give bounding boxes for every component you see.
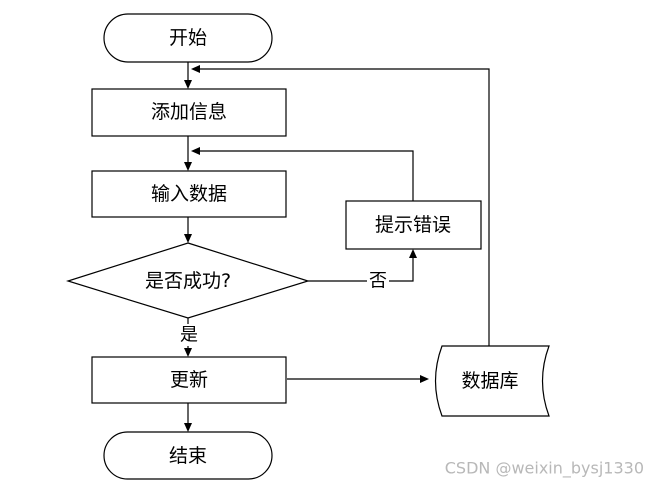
database-shape	[434, 345, 550, 417]
add-info-box	[91, 88, 287, 137]
end-terminal	[103, 431, 273, 480]
start-label: 开始	[169, 27, 207, 49]
no-label: 否	[369, 271, 387, 292]
decision-label: 是否成功?	[145, 270, 231, 292]
arrowhead-loop-input	[191, 147, 200, 155]
arrowhead-update	[184, 348, 192, 357]
arrowhead-error-prompt	[409, 249, 417, 258]
error-prompt-label: 提示错误	[375, 214, 451, 236]
input-data-box	[91, 170, 287, 218]
add-info-label: 添加信息	[151, 101, 227, 123]
arrowhead-add-info	[184, 80, 192, 89]
input-data-label: 输入数据	[151, 183, 227, 205]
arrowhead-decision	[184, 234, 192, 243]
decision-diamond	[65, 242, 311, 319]
arrowhead-loop-start	[191, 65, 200, 73]
no-label-mask	[367, 270, 389, 292]
yes-label-mask	[179, 324, 199, 346]
update-label: 更新	[170, 369, 208, 391]
arrowhead-database	[420, 375, 429, 383]
end-label: 结束	[169, 445, 207, 467]
database-label: 数据库	[461, 370, 518, 392]
arrowhead-end	[184, 423, 192, 432]
edge-decision-to-error	[308, 258, 414, 282]
edge-error-to-input	[200, 150, 414, 201]
arrowhead-input-data	[184, 162, 192, 171]
start-terminal	[103, 13, 273, 63]
update-box	[91, 356, 287, 404]
edge-database-to-start	[200, 68, 490, 346]
yes-label: 是	[180, 325, 198, 346]
watermark-text: CSDN @weixin_bysj1330	[445, 459, 644, 479]
error-prompt-box	[345, 200, 482, 250]
